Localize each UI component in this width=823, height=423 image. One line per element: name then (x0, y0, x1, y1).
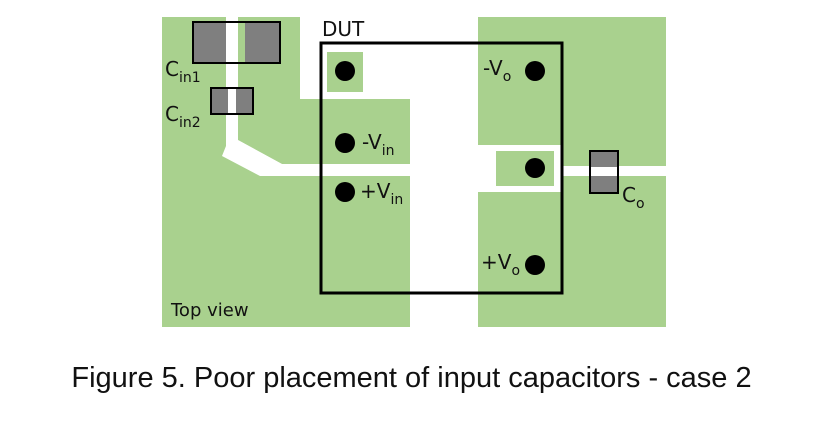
co-label: Co (622, 183, 645, 212)
pin-neg-vin (335, 133, 355, 153)
top-view-label: Top view (170, 300, 249, 321)
pos-vin-label: +Vin (360, 179, 403, 208)
pin-neg-vo (525, 61, 545, 81)
copper-neg-vo-plane (478, 17, 666, 145)
cin1-label: Cin1 (165, 57, 201, 86)
trace-gap (222, 17, 410, 176)
cin2-label: Cin2 (165, 102, 201, 131)
capacitor-cin2 (210, 87, 254, 115)
capacitor-cin1 (192, 21, 281, 64)
pin-pos-vin (335, 182, 355, 202)
copper-sense-pad (496, 151, 554, 186)
pos-vo-label: +Vo (481, 250, 520, 279)
pin-pos-vo (525, 255, 545, 275)
dut-outline (319, 41, 564, 295)
copper-pos-vo-plane (478, 192, 666, 327)
dut-label: DUT (322, 17, 365, 41)
pin-nc (335, 61, 355, 81)
capacitor-co (589, 150, 619, 194)
neg-vo-label: -Vo (483, 56, 511, 85)
neg-vin-label: -Vin (362, 130, 395, 159)
pin-sense (525, 158, 545, 178)
figure-caption: Figure 5. Poor placement of input capaci… (71, 362, 752, 394)
